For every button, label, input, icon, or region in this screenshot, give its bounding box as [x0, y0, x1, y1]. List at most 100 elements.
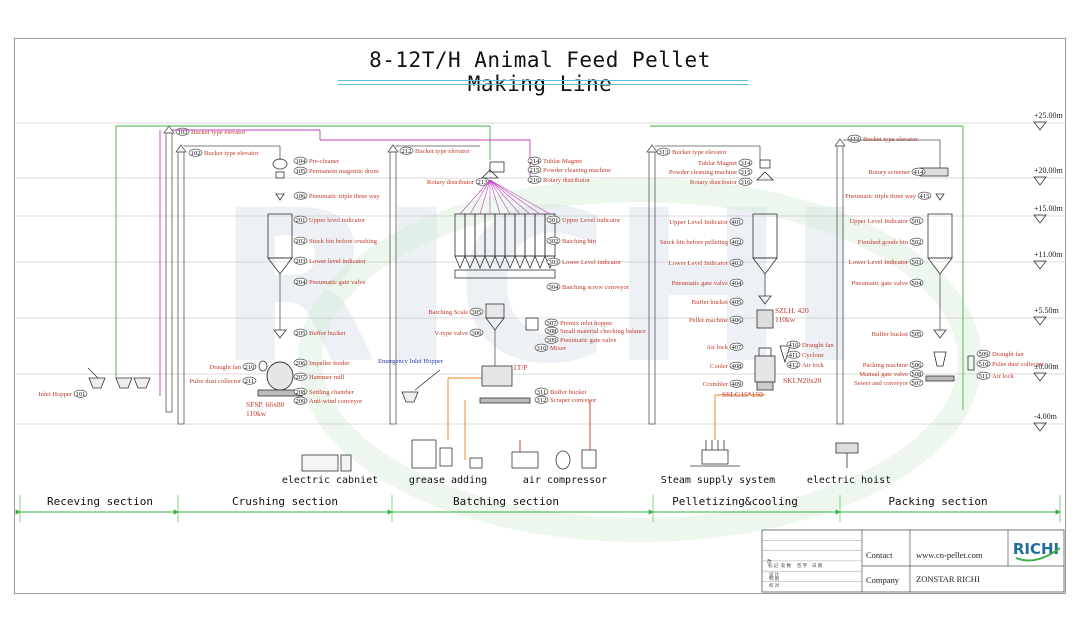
c201-number-oval — [293, 215, 308, 224]
c210-number-oval — [242, 362, 257, 371]
triple-way-shape — [935, 193, 945, 201]
grease-pump-icon — [469, 457, 483, 469]
c316-number-oval — [738, 177, 753, 186]
c306-number-oval — [469, 328, 484, 337]
tublar-magnet-shape — [759, 159, 771, 169]
distributor-spout — [489, 179, 501, 215]
premix-hopper-shape — [525, 317, 539, 331]
c106-number-oval — [293, 191, 308, 200]
c210-number: 210 — [245, 364, 256, 371]
c207-label: Hammer mill — [309, 374, 345, 381]
c501-number-oval — [909, 216, 924, 225]
c503-number: 503 — [912, 259, 923, 266]
c411-number-oval — [786, 350, 801, 359]
c106-label: Pneumatic triple three way — [309, 193, 381, 200]
c407-number-oval — [729, 342, 744, 351]
buffer-bucket-shape — [758, 295, 772, 305]
c510-number: 510 — [979, 361, 990, 368]
floor-level-label: +5.50m — [1034, 306, 1060, 315]
c210-label: Draught fan — [209, 364, 241, 371]
c406-number-oval — [729, 315, 744, 324]
c105-number: 105 — [296, 168, 307, 175]
pulse-dust-collector-shape — [967, 355, 975, 371]
c102-number: 102 — [191, 150, 201, 157]
c412-number-oval — [786, 360, 801, 369]
title-block-cell: 制 图 — [769, 575, 780, 582]
title-block-cell: 处 数 — [781, 562, 792, 569]
utility-label: Steam supply system — [661, 475, 775, 486]
section-arrow — [1055, 509, 1061, 515]
tublar-magnet-shape — [489, 161, 505, 173]
c215-number: 215 — [530, 167, 541, 174]
section-label: Pelletizing&cooling — [672, 495, 798, 508]
c316-number: 316 — [741, 179, 752, 186]
c508-number: 508 — [912, 371, 923, 378]
c102-label: Bucket type elevator — [204, 150, 259, 157]
c503-number-oval — [909, 257, 924, 266]
c213-label: Rotary distributor — [427, 179, 475, 186]
c206-number: 206 — [296, 360, 307, 367]
c207-number: 207 — [296, 374, 307, 381]
c506-label: Packing machine — [863, 362, 908, 369]
electric-hoist-icon — [835, 442, 859, 454]
distributor-spout — [489, 179, 531, 215]
pre-cleaner-shape — [272, 158, 288, 170]
c103-number: 103 — [178, 129, 189, 136]
air-compressor-icon — [511, 451, 539, 469]
c314-number-oval — [738, 158, 753, 167]
c511-label: Air lock — [992, 373, 1014, 380]
c409-number-oval — [729, 379, 744, 388]
c309-number-oval — [544, 335, 559, 344]
sewer-conveyor-shape — [925, 375, 955, 382]
c216-number-oval — [527, 175, 542, 184]
distributor-spout — [489, 179, 521, 215]
electric-cabinet-icon — [301, 454, 339, 472]
contact-value: www.cn-pellet.com — [916, 550, 983, 560]
c302-label: Batching bin — [562, 238, 597, 245]
c301-number: 301 — [549, 217, 559, 224]
c505-label: Buffer bucket — [872, 331, 908, 338]
c404-number: 404 — [732, 280, 743, 287]
draught-fan-shape — [258, 360, 268, 372]
c403-label: Lower Level Indicator — [669, 260, 729, 267]
c301-label: Upper Level indicator — [562, 217, 621, 224]
rotary-distributor-shape — [481, 169, 499, 179]
c311-label: Buffer bucket — [550, 389, 586, 396]
batching-screw-conveyor-shape — [454, 269, 556, 279]
level-marker — [1033, 422, 1047, 432]
c211-number-oval — [242, 376, 257, 385]
c208-label: Settling chamber — [309, 389, 355, 396]
grease-adding-icon — [411, 439, 437, 469]
buffer-bucket-shape — [273, 329, 287, 339]
batching-bin-cone — [534, 255, 546, 270]
c412-label: Air lock — [802, 362, 824, 369]
mixer-capacity: 1T/P — [513, 363, 528, 372]
c105-number-oval — [293, 166, 308, 175]
c205-number-oval — [293, 328, 308, 337]
pellet-machine-power: 110kw — [775, 315, 796, 324]
c202-label: Stock bin before crushing — [309, 238, 378, 245]
v-type-valve-shape — [485, 317, 505, 331]
crumbler-model: SSLG15*150 — [722, 390, 763, 399]
company-value: ZONSTAR RICHI — [916, 574, 980, 584]
c206-number-oval — [293, 358, 308, 367]
c402-label: Stock bin before pelleting — [660, 239, 729, 246]
c104-label: Pre-cleaner — [309, 158, 340, 165]
c313-label: Bucket type elevator — [672, 149, 727, 156]
c310-number: 310 — [537, 345, 548, 352]
c402-number: 402 — [732, 239, 742, 246]
c505-number: 505 — [912, 331, 923, 338]
c403-number: 403 — [732, 260, 743, 267]
c215-number-oval — [527, 165, 542, 174]
c302-number-oval — [546, 236, 561, 245]
c204-number-oval — [293, 277, 308, 286]
c303-number-oval — [546, 257, 561, 266]
c302-number: 302 — [549, 238, 559, 245]
c407-label: Air lock — [706, 344, 728, 351]
c209-number: 209 — [296, 398, 307, 405]
c413-number: 413 — [850, 136, 861, 143]
watermark-swoosh — [298, 178, 982, 542]
c402-number-oval — [729, 237, 744, 246]
c202-number: 202 — [296, 238, 306, 245]
section-label: Receving section — [47, 495, 153, 508]
